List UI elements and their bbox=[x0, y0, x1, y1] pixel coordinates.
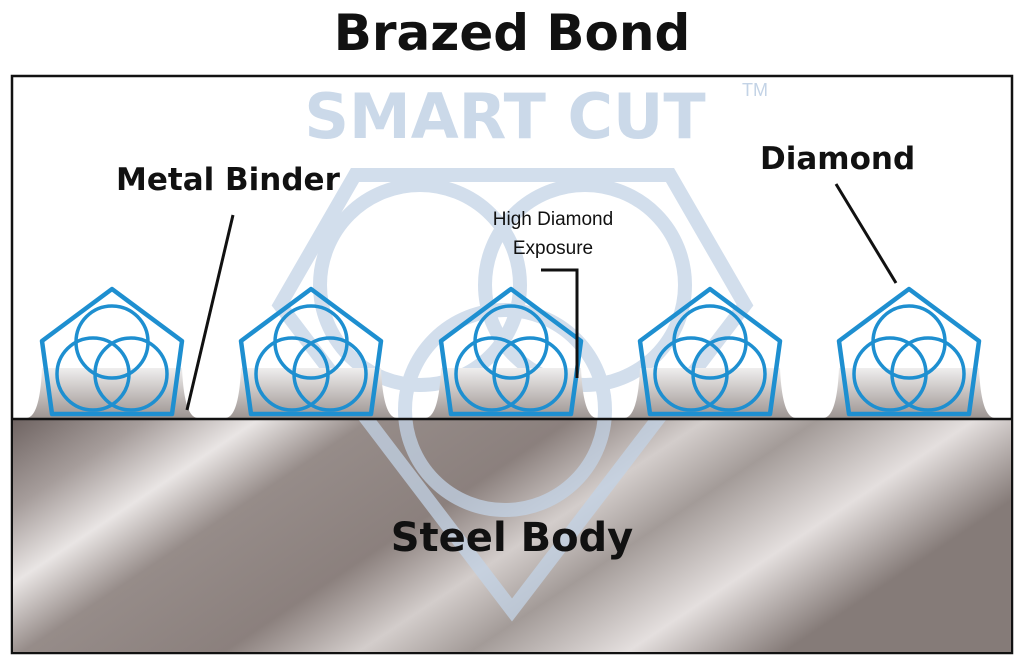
exposure-leader bbox=[541, 268, 579, 378]
diamond-outline bbox=[637, 286, 783, 417]
diamond-leader bbox=[834, 183, 898, 284]
diamond-label: Diamond bbox=[760, 141, 915, 177]
diamond-outline bbox=[39, 286, 185, 417]
watermark-gem-outline bbox=[271, 168, 754, 622]
metal-binder-label: Metal Binder bbox=[116, 162, 341, 198]
diamond-grit bbox=[836, 286, 982, 417]
metal-binder-layer bbox=[27, 368, 994, 418]
steel-body-label: Steel Body bbox=[391, 515, 634, 561]
watermark-brand: SMART CUT bbox=[304, 80, 705, 153]
diamond-ring bbox=[273, 304, 349, 380]
watermark-ring-bottom bbox=[398, 303, 612, 517]
diagram-title: Brazed Bond bbox=[333, 4, 691, 62]
diamond-ring bbox=[74, 304, 150, 380]
diamond-ring bbox=[672, 304, 748, 380]
diamond-row bbox=[39, 286, 982, 417]
metal-binder-fillet bbox=[426, 368, 596, 418]
metal-binder-leader bbox=[185, 214, 235, 411]
diamond-grit bbox=[238, 286, 384, 417]
diamond-grit bbox=[438, 286, 584, 417]
diamond-ring bbox=[871, 304, 947, 380]
smart-cut-watermark bbox=[271, 168, 754, 622]
exposure-label-line2: Exposure bbox=[513, 238, 593, 259]
metal-binder-fillet bbox=[625, 368, 795, 418]
diamond-outline bbox=[438, 286, 584, 417]
metal-binder-fillet bbox=[824, 368, 994, 418]
watermark-ring-right bbox=[478, 178, 692, 392]
metal-binder-fillet bbox=[27, 368, 197, 418]
diamond-ring bbox=[473, 304, 549, 380]
diamond-outline bbox=[836, 286, 982, 417]
diamond-outline bbox=[238, 286, 384, 417]
exposure-label-line1: High Diamond bbox=[493, 209, 613, 230]
diamond-grit bbox=[39, 286, 185, 417]
watermark-ring-left bbox=[313, 178, 527, 392]
diamond-grit bbox=[637, 286, 783, 417]
watermark-trademark: TM bbox=[742, 80, 768, 100]
metal-binder-fillet bbox=[226, 368, 396, 418]
